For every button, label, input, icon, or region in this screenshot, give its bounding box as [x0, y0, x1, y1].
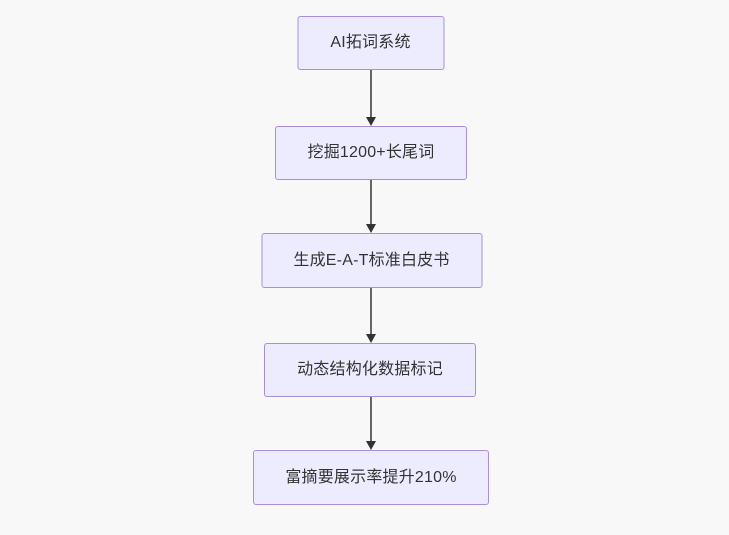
flow-node-eat-whitepaper[interactable]: 生成E-A-T标准白皮书 [261, 233, 482, 288]
edge-line [370, 288, 372, 334]
flow-edge-4-to-5 [364, 397, 378, 450]
flow-node-rich-snippet-result[interactable]: 富摘要展示率提升210% [253, 450, 489, 505]
flow-node-ai-keyword-system[interactable]: AI拓词系统 [297, 16, 444, 70]
flow-node-label: 挖掘1200+长尾词 [307, 144, 435, 161]
arrowhead-icon [366, 224, 376, 233]
flow-edge-3-to-4 [364, 288, 378, 343]
arrowhead-icon [366, 117, 376, 126]
flow-edge-2-to-3 [364, 180, 378, 233]
flow-node-label: 富摘要展示率提升210% [285, 468, 457, 486]
edge-line [370, 180, 372, 224]
flow-edge-1-to-2 [364, 70, 378, 126]
flow-node-label: 生成E-A-T标准白皮书 [293, 251, 450, 269]
flow-node-label: 动态结构化数据标记 [297, 361, 443, 378]
edge-line [370, 397, 372, 441]
arrowhead-icon [366, 441, 376, 450]
flow-node-longtail-keywords[interactable]: 挖掘1200+长尾词 [275, 126, 467, 180]
flow-node-label: AI拓词系统 [330, 34, 411, 51]
flow-node-structured-data-markup[interactable]: 动态结构化数据标记 [264, 343, 476, 397]
arrowhead-icon [366, 334, 376, 343]
edge-line [370, 70, 372, 117]
